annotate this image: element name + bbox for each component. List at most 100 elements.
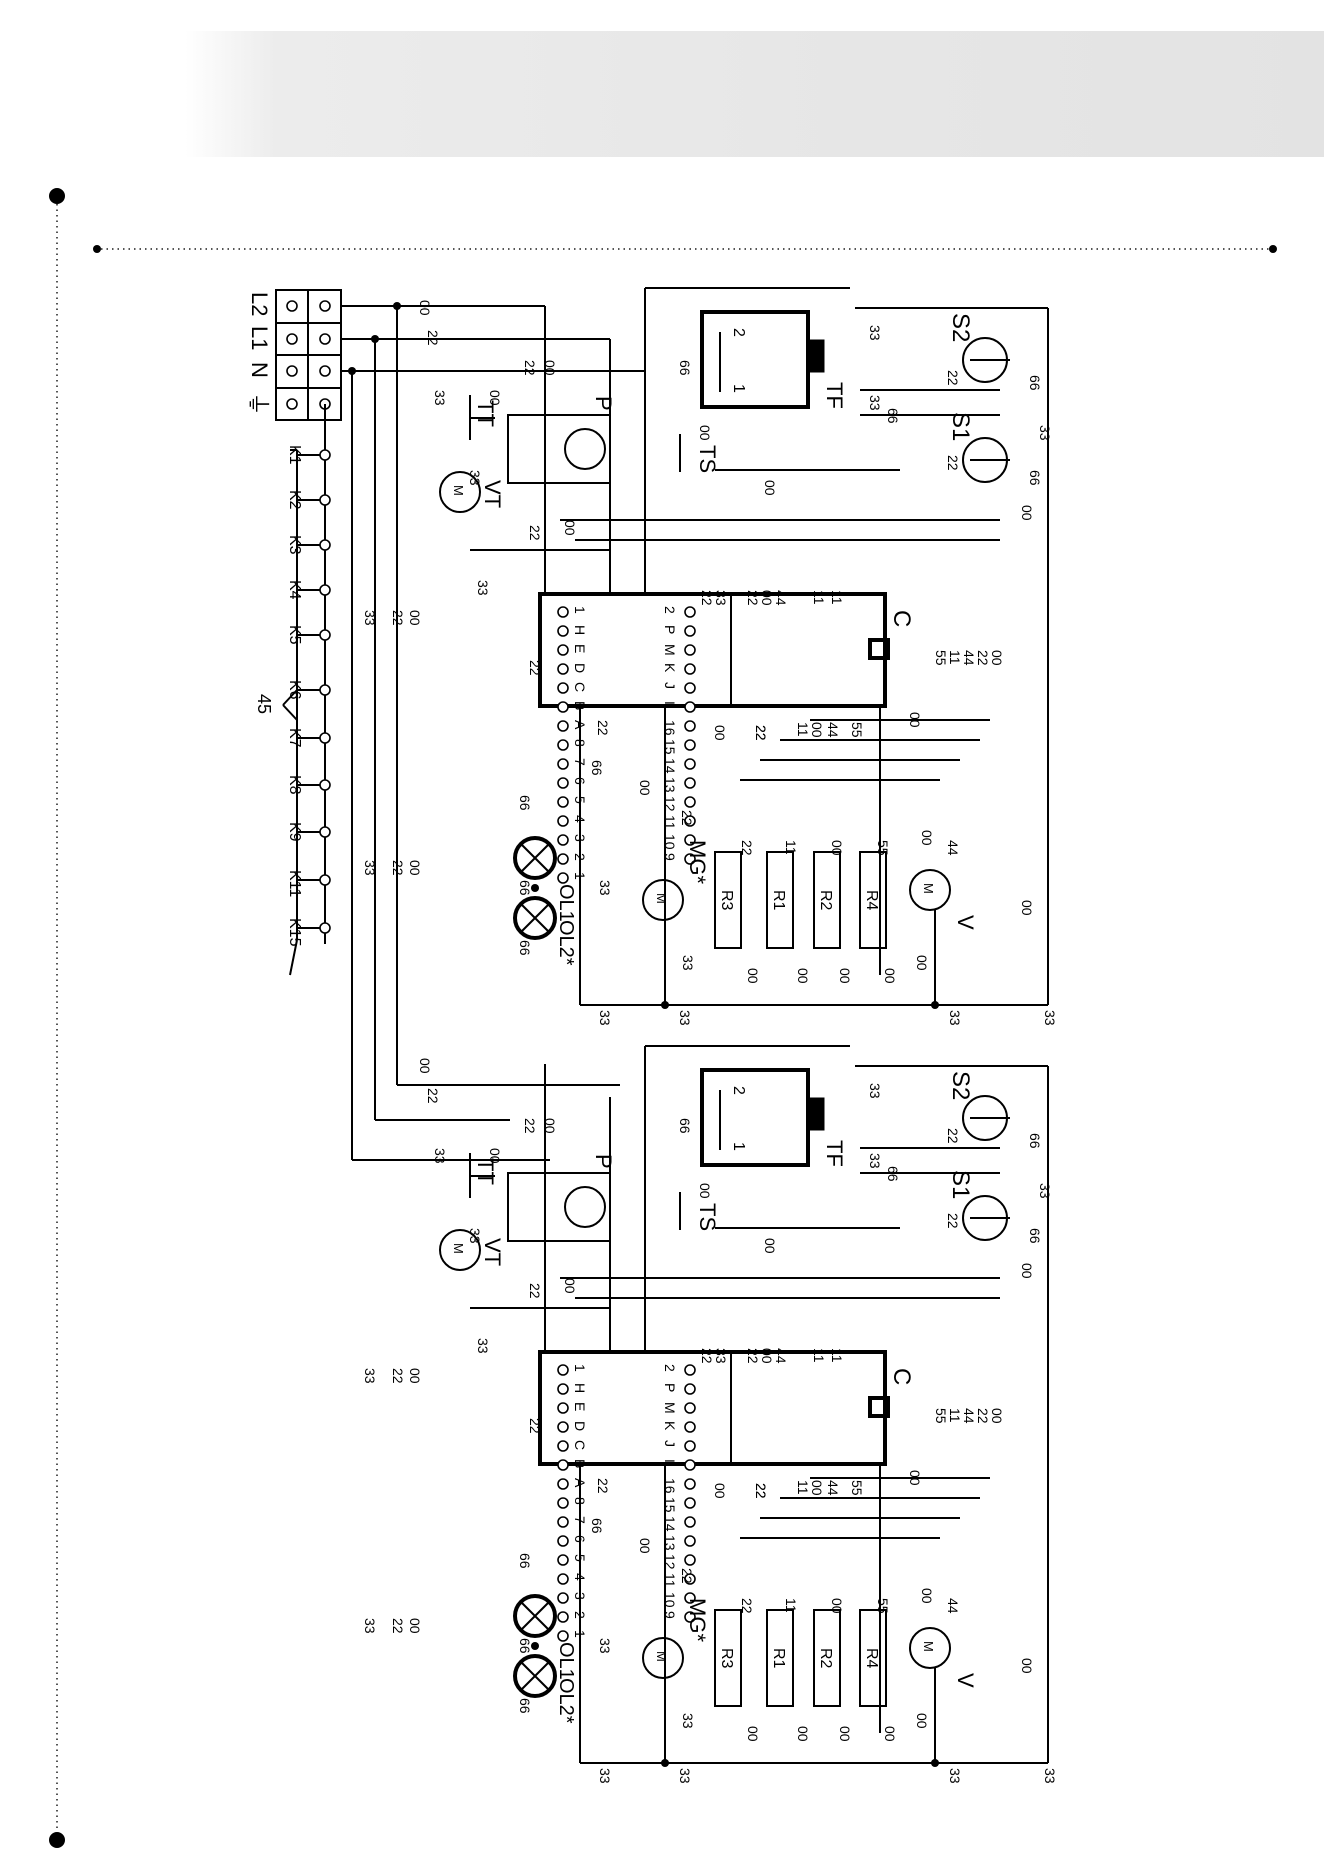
connector-pin-label: K1 [286, 445, 303, 465]
wire-number: 22 [739, 1598, 755, 1614]
motor-v-label: V [953, 915, 978, 930]
resistor-r2 [813, 851, 841, 949]
wire-number: 33 [597, 1638, 613, 1654]
timer-pin-2: 2 [730, 328, 747, 337]
board-pin-bottom [684, 853, 696, 865]
board-pin-bottom [684, 644, 696, 656]
wire-number: 00 [487, 1148, 503, 1164]
connector-pin-label: K7 [286, 728, 303, 748]
board-pin-label: I [662, 701, 678, 705]
board-pin-top [557, 815, 569, 827]
wire-number: 33 [1042, 1010, 1058, 1026]
connector-pin-label: K5 [286, 625, 303, 645]
wire-number: 00 [417, 300, 433, 316]
wire-number: 22 [425, 330, 441, 346]
motor-mg-icon [642, 879, 684, 921]
connector-pin-k8 [319, 779, 331, 791]
wire-number: 00 [745, 968, 761, 984]
wire-number: 11 [795, 722, 811, 737]
wire-number: 44 [773, 590, 789, 606]
wire-number: 00 [697, 1183, 713, 1199]
wire-number: 00 [562, 1278, 578, 1294]
lamp-ol2-label: OL2* [555, 920, 577, 966]
wire-number: 11 [829, 590, 845, 605]
board-pin-top [557, 796, 569, 808]
wire-number: 33 [432, 1148, 448, 1164]
wire-number: 22 [390, 1368, 406, 1384]
thermostat-ts-label: TS [695, 445, 720, 473]
connector-pin-label: K15 [286, 918, 303, 947]
wire-number: 00 [637, 780, 653, 796]
board-pin-label: C [572, 682, 588, 692]
wire-number: 11 [947, 650, 963, 665]
wire-number: 66 [517, 880, 533, 896]
board-pin-bottom [684, 720, 696, 732]
wire-number: 22 [975, 650, 991, 666]
wire-number: 22 [679, 1568, 695, 1584]
wire-number: 33 [947, 1010, 963, 1026]
wire-number: 00 [1019, 1263, 1035, 1279]
connector-pin-k3 [319, 539, 331, 551]
wire-number: 44 [961, 1408, 977, 1424]
wire-number: 33 [597, 1010, 613, 1026]
board-pin-top [557, 853, 569, 865]
wire-number-labels: 0000222233330000222200003333000022223333… [362, 300, 1058, 1784]
board-pin-bottom [684, 739, 696, 751]
wire-number: 33 [432, 390, 448, 406]
board-pin-top [557, 739, 569, 751]
wire-number: 11 [783, 1598, 799, 1613]
wire-number: 66 [589, 760, 605, 776]
wire-number: 00 [697, 425, 713, 441]
wire-number: 00 [759, 1348, 775, 1364]
wire-number: 22 [745, 590, 761, 606]
wire-number: 00 [795, 1726, 811, 1742]
wire-number: 00 [759, 590, 775, 606]
connector-pin-label: K8 [286, 775, 303, 795]
wire-number: 22 [945, 370, 961, 386]
wire-number: 22 [425, 1088, 441, 1104]
wire-number: 22 [753, 1483, 769, 1499]
wire-number: 22 [595, 1478, 611, 1494]
board-pin-top [557, 720, 569, 732]
wire-number: 55 [849, 722, 865, 738]
wire-number: 33 [1042, 1768, 1058, 1784]
wire-number: 55 [849, 1480, 865, 1496]
wire-number: 00 [1019, 900, 1035, 916]
wire-number: 44 [945, 840, 961, 856]
wire-number: 11 [829, 1348, 845, 1363]
connector-pin-k5 [319, 629, 331, 641]
wire-number: 00 [919, 830, 935, 846]
wire-number: 11 [811, 590, 827, 605]
wire-number: 00 [829, 1598, 845, 1614]
wire-number: 55 [933, 650, 949, 666]
wire-number: 11 [783, 840, 799, 855]
wire-number: 22 [390, 610, 406, 626]
wire-number: 00 [809, 1480, 825, 1496]
wire-number: 33 [867, 1083, 883, 1099]
resistor-r3 [714, 851, 742, 949]
motor-v-symbol: M [921, 883, 936, 894]
wire-number: 22 [699, 1348, 715, 1364]
fan-motor-icon [439, 471, 481, 513]
wire-number: 33 [867, 395, 883, 411]
wire-number: 00 [837, 968, 853, 984]
connector-pin-label: K11 [286, 870, 303, 897]
wire-number: 55 [933, 1408, 949, 1424]
wire-number: 33 [867, 1153, 883, 1169]
wire-number: 33 [1037, 425, 1053, 441]
wire-number: 66 [517, 1698, 533, 1714]
wire-number: 33 [677, 1010, 693, 1026]
wire-number: 33 [467, 1228, 483, 1244]
wire-number: 66 [517, 795, 533, 811]
wire-number: 00 [637, 1538, 653, 1554]
wire-number: 22 [753, 725, 769, 741]
wire-number: 00 [712, 1483, 728, 1499]
resistor-r1-label: R1 [770, 890, 787, 911]
switch-s2-label: S2 [947, 313, 974, 342]
wire-number: 00 [407, 1368, 423, 1384]
wire-number: 00 [914, 1713, 930, 1729]
board-pin-bottom [684, 796, 696, 808]
wire-number: 33 [362, 610, 378, 626]
wire-number: 33 [680, 1713, 696, 1729]
